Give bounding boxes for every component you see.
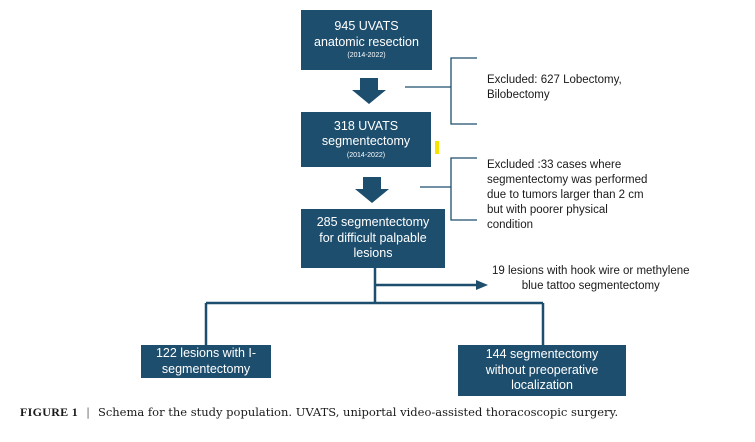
down-arrow-2	[355, 177, 389, 203]
down-arrow-1	[352, 78, 386, 104]
exclusion-note-1: Excluded: 627 Lobectomy, Bilobectomy	[487, 73, 622, 103]
figure-caption: FIGURE 1 | Schema for the study population…	[20, 405, 735, 420]
exclusion-note-2-line3: due to tumors larger than 2 cm	[487, 188, 644, 201]
exclusion-bracket-2	[450, 157, 477, 221]
exclusion-note-2-line2: segmentectomy was performed	[487, 173, 648, 186]
box-318-line1: 318 UVATS	[333, 118, 399, 133]
exclusion-note-2-line5: condition	[487, 218, 534, 231]
hook-wire-note-line2: blue tattoo segmentectomy	[521, 279, 660, 292]
exclusion-bracket-1	[450, 57, 477, 125]
box-285-segmentectomy: 285 segmentectomy for difficult palpable…	[301, 209, 445, 268]
box-945-line2: anatomic resection	[314, 34, 419, 49]
yellow-marker	[435, 141, 439, 154]
caption-text: Schema for the study population. UVATS, …	[97, 405, 619, 419]
hook-wire-note-line1: 19 lesions with hook wire or methylene	[492, 265, 690, 277]
box-144-line3: localization	[511, 378, 573, 393]
box-122-line2: segmentectomy	[161, 361, 251, 376]
box-945-years: (2014-2022)	[347, 52, 386, 60]
box-318-uvats: 318 UVATS segmentectomy (2014-2022)	[301, 112, 431, 167]
box-285-line1: 285 segmentectomy	[316, 215, 430, 230]
box-122-line1: 122 lesions with I-	[155, 345, 257, 360]
hook-wire-note: 19 lesions with hook wire or methylene b…	[492, 264, 690, 294]
box-144-line2: without preoperative	[485, 362, 599, 377]
exclusion-note-2-line1: Excluded :33 cases where	[487, 159, 622, 171]
caption-separator: |	[86, 405, 90, 419]
box-318-line2: segmentectomy	[321, 134, 411, 149]
box-285-line3: lesions	[353, 246, 393, 261]
exclusion-note-1-line2: Bilobectomy	[487, 88, 550, 101]
box-144-segmentectomy: 144 segmentectomy without preoperative l…	[458, 345, 626, 396]
box-144-line1: 144 segmentectomy	[485, 347, 599, 362]
box-945-uvats: 945 UVATS anatomic resection (2014-2022)	[301, 10, 432, 70]
exclusion-note-2-line4: but with poorer physical	[487, 203, 608, 216]
box-318-years: (2014-2022)	[346, 151, 386, 159]
box-945-line1: 945 UVATS	[334, 19, 399, 33]
figure-label: FIGURE 1	[20, 405, 79, 419]
exclusion-note-1-line1: Excluded: 627 Lobectomy,	[487, 74, 622, 86]
box-122-lesions: 122 lesions with I- segmentectomy	[141, 345, 271, 378]
exclusion-note-2: Excluded :33 cases where segmentectomy w…	[487, 158, 647, 233]
box-285-line2: for difficult palpable	[319, 230, 427, 245]
hook-wire-arrow-head	[476, 280, 488, 290]
